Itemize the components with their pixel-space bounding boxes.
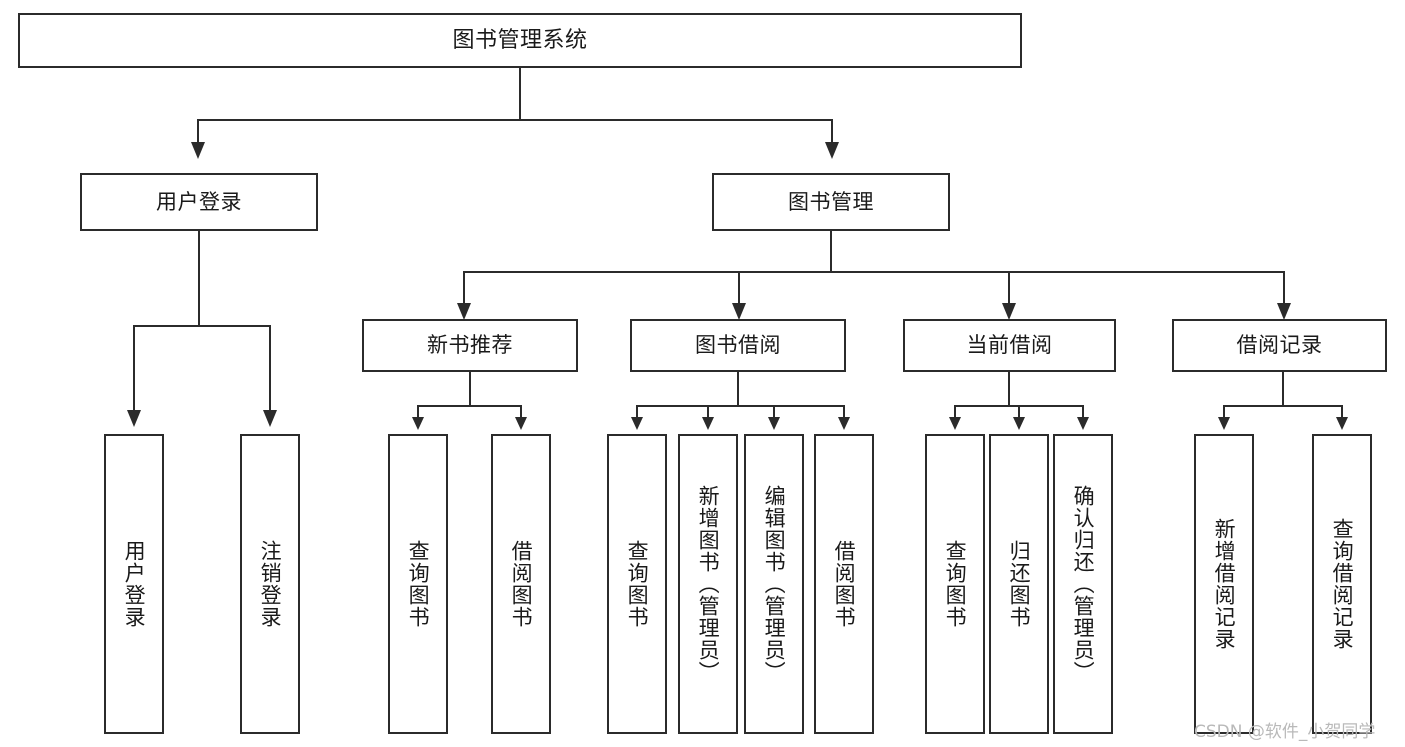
node-label: 图书借阅 xyxy=(695,333,781,358)
arrow-current-to-2 xyxy=(1077,417,1089,430)
arrow-bookmgmt-to-l2-3 xyxy=(1277,303,1291,320)
node-label: 查询图书 xyxy=(943,540,968,628)
connector-bookmgmt-bus xyxy=(463,271,1285,273)
connector-login-to-leaf1 xyxy=(269,325,271,414)
connector-borrow-bus xyxy=(636,405,845,407)
connector-root-trunk xyxy=(519,68,521,119)
connector-login-to-leaf0 xyxy=(133,325,135,414)
node-label: 归还图书 xyxy=(1007,540,1032,628)
node-borrow-records[interactable]: 借阅记录 xyxy=(1172,319,1387,372)
leaf-borrow-records-0[interactable]: 新增借阅记录 xyxy=(1194,434,1254,734)
arrow-root-to-login xyxy=(191,142,205,159)
connector-current-to-1 xyxy=(1018,405,1020,419)
arrow-borrow-to-3 xyxy=(838,417,850,430)
node-label: 用户登录 xyxy=(156,189,242,214)
node-label: 新增借阅记录 xyxy=(1212,518,1237,650)
node-label: 图书管理系统 xyxy=(452,27,588,53)
connector-records-bus xyxy=(1223,405,1343,407)
node-label: 当前借阅 xyxy=(966,333,1053,358)
arrow-borrow-to-2 xyxy=(768,417,780,430)
node-label: 借阅图书 xyxy=(509,540,534,628)
connector-records-trunk xyxy=(1282,372,1284,406)
connector-records-to-1 xyxy=(1341,405,1343,419)
leaf-new-book-recommend-1[interactable]: 借阅图书 xyxy=(491,434,551,734)
arrow-current-to-1 xyxy=(1013,417,1025,430)
connector-bookmgmt-to-l2-2 xyxy=(1008,271,1010,307)
leaf-book-borrow-2[interactable]: 编辑图书（管理员） xyxy=(744,434,804,734)
node-root-system[interactable]: 图书管理系统 xyxy=(18,13,1022,68)
connector-login-trunk xyxy=(198,231,200,326)
arrow-root-to-bookmgmt xyxy=(825,142,839,159)
leaf-borrow-records-1[interactable]: 查询借阅记录 xyxy=(1312,434,1372,734)
arrow-bookmgmt-to-l2-2 xyxy=(1002,303,1016,320)
node-label: 注销登录 xyxy=(258,540,283,628)
arrow-recommend-to-1 xyxy=(515,417,527,430)
node-label: 新书推荐 xyxy=(427,333,513,358)
connector-bookmgmt-to-l2-1 xyxy=(738,271,740,307)
connector-current-trunk xyxy=(1008,372,1010,406)
connector-bookmgmt-trunk xyxy=(830,231,832,272)
node-label: 查询借阅记录 xyxy=(1330,518,1355,650)
node-book-borrow[interactable]: 图书借阅 xyxy=(630,319,846,372)
connector-recommend-trunk xyxy=(469,372,471,406)
leaf-current-borrow-1[interactable]: 归还图书 xyxy=(989,434,1049,734)
node-label: 用户登录 xyxy=(122,540,147,628)
connector-borrow-to-0 xyxy=(636,405,638,419)
leaf-book-borrow-0[interactable]: 查询图书 xyxy=(607,434,667,734)
leaf-user-login-0[interactable]: 用户登录 xyxy=(104,434,164,734)
node-label: 图书管理 xyxy=(788,189,874,214)
arrow-recommend-to-0 xyxy=(412,417,424,430)
connector-borrow-to-2 xyxy=(773,405,775,419)
leaf-book-borrow-3[interactable]: 借阅图书 xyxy=(814,434,874,734)
connector-current-to-2 xyxy=(1082,405,1084,419)
node-label: 借阅图书 xyxy=(832,540,857,628)
arrow-current-to-0 xyxy=(949,417,961,430)
connector-recommend-to-1 xyxy=(520,405,522,419)
leaf-new-book-recommend-0[interactable]: 查询图书 xyxy=(388,434,448,734)
connector-login-bus xyxy=(133,325,271,327)
connector-records-to-0 xyxy=(1223,405,1225,419)
connector-borrow-trunk xyxy=(737,372,739,406)
node-label: 确认归还（管理员） xyxy=(1071,485,1096,683)
arrow-borrow-to-1 xyxy=(702,417,714,430)
connector-bookmgmt-to-l2-3 xyxy=(1283,271,1285,307)
node-current-borrow[interactable]: 当前借阅 xyxy=(903,319,1116,372)
connector-root-to-login xyxy=(197,119,199,146)
arrow-borrow-to-0 xyxy=(631,417,643,430)
node-user-login[interactable]: 用户登录 xyxy=(80,173,318,231)
connector-borrow-to-3 xyxy=(843,405,845,419)
connector-borrow-to-1 xyxy=(707,405,709,419)
leaf-user-login-1[interactable]: 注销登录 xyxy=(240,434,300,734)
leaf-current-borrow-0[interactable]: 查询图书 xyxy=(925,434,985,734)
leaf-current-borrow-2[interactable]: 确认归还（管理员） xyxy=(1053,434,1113,734)
arrow-login-to-leaf0 xyxy=(127,410,141,427)
arrow-bookmgmt-to-l2-1 xyxy=(732,303,746,320)
connector-recommend-bus xyxy=(417,405,522,407)
arrow-records-to-0 xyxy=(1218,417,1230,430)
node-label: 借阅记录 xyxy=(1236,333,1323,358)
arrow-login-to-leaf1 xyxy=(263,410,277,427)
arrow-records-to-1 xyxy=(1336,417,1348,430)
node-new-book-recommend[interactable]: 新书推荐 xyxy=(362,319,578,372)
connector-recommend-to-0 xyxy=(417,405,419,419)
node-book-management[interactable]: 图书管理 xyxy=(712,173,950,231)
node-label: 查询图书 xyxy=(406,540,431,628)
node-label: 编辑图书（管理员） xyxy=(762,485,787,683)
node-label: 新增图书（管理员） xyxy=(696,485,721,683)
node-label: 查询图书 xyxy=(625,540,650,628)
csdn-watermark: CSDN @软件_小贺同学 xyxy=(1194,722,1376,742)
connector-bookmgmt-to-l2-0 xyxy=(463,271,465,307)
leaf-book-borrow-1[interactable]: 新增图书（管理员） xyxy=(678,434,738,734)
connector-current-to-0 xyxy=(954,405,956,419)
arrow-bookmgmt-to-l2-0 xyxy=(457,303,471,320)
connector-root-to-bookmgmt xyxy=(831,119,833,146)
connector-root-bus xyxy=(197,119,833,121)
